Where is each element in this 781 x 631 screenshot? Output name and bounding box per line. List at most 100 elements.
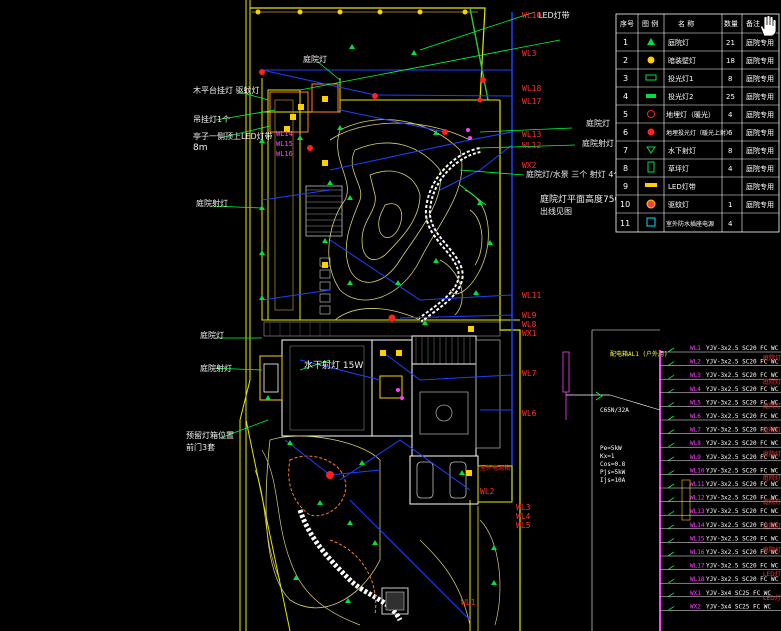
svg-text:6: 6	[623, 128, 628, 137]
legend-table: 序号 图 例 名 称 数量 备注 1 庭院灯 21 庭院专用 2 暗装壁灯 18	[615, 13, 780, 233]
panel-circuit-desc: YJV-3x2.5 SC20 FC WC	[706, 467, 779, 474]
panel-load-tag: 庭院灯	[763, 522, 781, 530]
svg-text:1: 1	[728, 201, 732, 209]
svg-text:庭院专用: 庭院专用	[746, 110, 774, 119]
svg-text:8: 8	[623, 164, 628, 173]
panel-circuit-desc: YJV-3x2.5 SC20 FC WC	[706, 481, 779, 488]
panel-load-tag: 庭院灯	[763, 402, 781, 410]
circuit-wl6: WL6	[522, 409, 537, 418]
circuit-wl3b: WL3	[516, 503, 531, 512]
svg-text:21: 21	[726, 39, 735, 47]
annotation-right-spot: 庭院射灯	[582, 138, 614, 148]
panel-circuit-desc: YJV-3x2.5 SC20 FC WC	[706, 372, 779, 379]
annotation-top-light: 庭院灯	[303, 54, 327, 64]
panel-circuit-desc: YJV-3x4 SC25 FC WC	[706, 590, 771, 597]
svg-text:庭院专用: 庭院专用	[746, 164, 774, 173]
circuit-wl12: WL12	[522, 141, 541, 150]
panel-circuit-id: WL6	[690, 413, 701, 420]
annotation-lightbox: 预留灯箱位置	[186, 430, 234, 440]
panel-circuit-id: WL12	[690, 495, 705, 502]
svg-text:配电箱AL1 (户外用): 配电箱AL1 (户外用)	[610, 350, 668, 358]
circuit-wx2: WX2	[522, 161, 537, 170]
panel-circuit-desc: YJV-3x2.5 SC20 FC WC	[706, 576, 779, 583]
svg-text:4: 4	[623, 92, 628, 101]
circuit-wl11: WL11	[522, 291, 541, 300]
svg-text:室外防水插座电源: 室外防水插座电源	[666, 220, 714, 228]
circuit-wx1: WX1	[522, 329, 537, 338]
underwater-light-icon	[646, 146, 656, 154]
floodlight-1-icon	[645, 74, 657, 81]
mosquito-lamp-icon	[646, 199, 656, 209]
panel-circuit-id: WL2	[690, 359, 701, 366]
svg-text:3: 3	[623, 74, 628, 83]
annotation-pavilion-led: 亭子一侧顶上LED灯带	[193, 131, 273, 141]
annotation-spot-1: 庭院射灯	[196, 198, 228, 208]
svg-text:庭院专用: 庭院专用	[746, 38, 774, 47]
svg-text:C65N/32A: C65N/32A	[600, 407, 629, 414]
panel-load-tag: LED灯带	[763, 594, 781, 602]
circuit-wl1: WL1	[461, 598, 476, 607]
svg-text:庭院专用: 庭院专用	[746, 200, 774, 209]
svg-text:4: 4	[728, 165, 733, 173]
panel-circuit-id: WL7	[690, 427, 701, 434]
annotation-front-door: 前门3套	[186, 442, 215, 452]
svg-text:庭院专用: 庭院专用	[746, 146, 774, 155]
annotation-height: 庭院灯平面高度7500	[540, 193, 626, 205]
annotation-water-feature: 庭院灯/水景 三个 射灯 4个	[526, 169, 621, 179]
svg-text:Pe=5kW: Pe=5kW	[600, 445, 622, 452]
svg-text:庭院专用: 庭院专用	[746, 92, 774, 101]
svg-text:9: 9	[623, 182, 628, 191]
panel-load-tag: 庭院灯	[763, 378, 781, 386]
legend-header-name: 名 称	[678, 19, 694, 28]
svg-text:7: 7	[623, 146, 628, 155]
panel-circuit-row: WL4 YJV-3x2.5 SC20 FC WC	[660, 386, 781, 394]
stone-path	[418, 147, 481, 323]
svg-text:2: 2	[623, 56, 628, 65]
panel-circuit-id: WX2	[690, 603, 701, 610]
circuit-wl13: WL13	[522, 130, 541, 139]
panel-load-tag: 庭院灯	[763, 354, 781, 362]
panel-circuit-desc: YJV-3x2.5 SC20 FC WC	[706, 454, 779, 461]
circuit-wl8: WL8	[522, 320, 537, 329]
panel-circuit-desc: YJV-3x2.5 SC20 FC WC	[706, 359, 779, 366]
panel-circuit-row: WL2 YJV-3x2.5 SC20 FC WC	[660, 359, 781, 366]
panel-circuit-id: WL4	[690, 386, 701, 393]
panel-circuit-desc: YJV-3x2.5 SC20 FC WC	[706, 508, 779, 515]
panel-circuit-id: WL10	[690, 467, 705, 474]
circuit-wl14: WL14	[276, 130, 293, 138]
panel-circuit-id: WL5	[690, 399, 701, 406]
circuit-labels: WL10 WL3 WL18 WL17 WL14 WL15 WL16 WL13 W…	[276, 11, 541, 607]
circuit-wl2: WL2	[480, 487, 495, 496]
led-strip-icon	[645, 183, 657, 187]
svg-text:8: 8	[728, 147, 732, 155]
svg-text:Cos=0.8: Cos=0.8	[600, 461, 626, 468]
svg-text:庭院专用: 庭院专用	[746, 56, 774, 65]
panel-circuit-id: WL17	[690, 563, 705, 570]
annotations: LED灯带 木平台挂灯 驱蚊灯 吊挂灯1个 亭子一侧顶上LED灯带 8m 庭院射…	[186, 10, 626, 472]
svg-text:4: 4	[728, 111, 733, 119]
panel-circuit-id: WL15	[690, 535, 705, 542]
svg-text:庭院专用: 庭院专用	[746, 74, 774, 83]
floodlight-2-icon	[646, 94, 656, 98]
light-fixtures	[255, 9, 497, 603]
panel-circuit-id: WL14	[690, 522, 705, 529]
panel-specs: Pe=5kW Kx=1 Cos=0.8 Pjs=5kW Ijs=10A	[600, 445, 626, 484]
panel-load-tag: 庭院灯	[763, 426, 781, 434]
legend-header-symbol: 图 例	[642, 19, 658, 28]
svg-text:4: 4	[728, 220, 733, 228]
panel-circuit-desc: YJV-3x2.5 SC20 FC WC	[706, 386, 779, 393]
inground-light-icon	[647, 110, 655, 118]
annotation-yard-light: 庭院灯	[200, 330, 224, 340]
svg-text:庭院专用: 庭院专用	[746, 128, 774, 137]
circuit-wl15: WL15	[276, 140, 293, 148]
panel-load-tag: 庭院灯	[763, 474, 781, 482]
